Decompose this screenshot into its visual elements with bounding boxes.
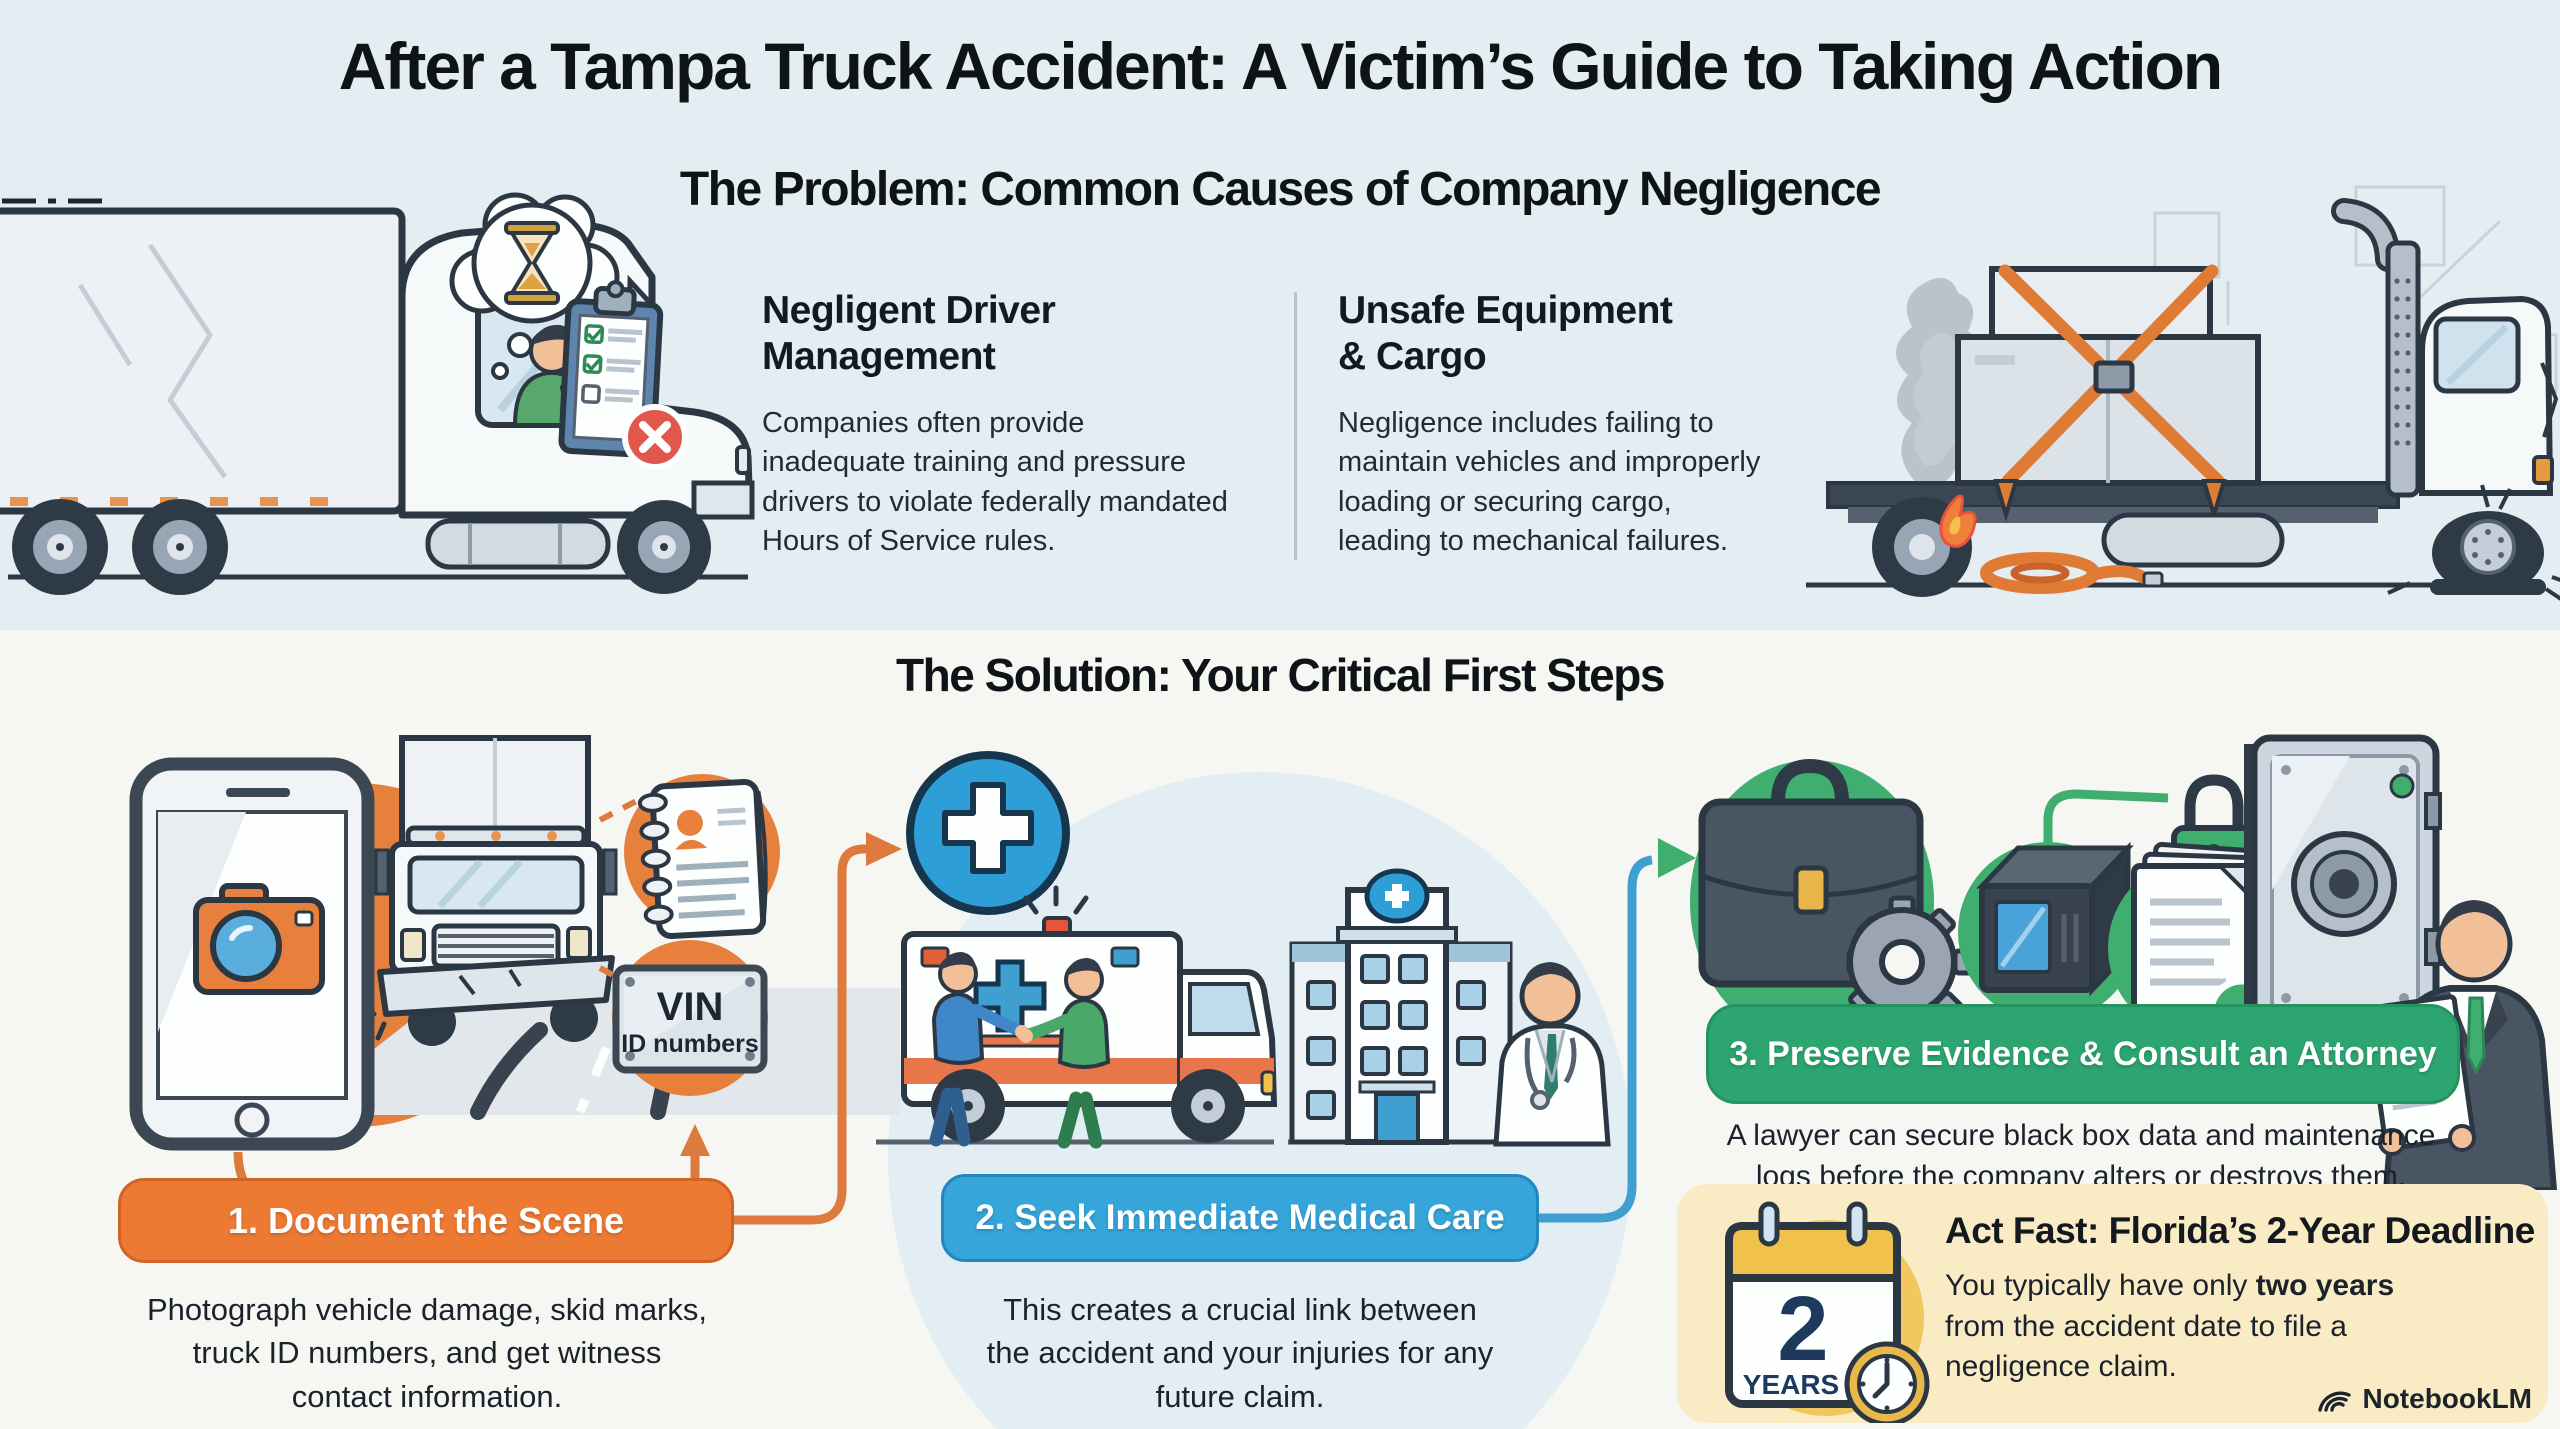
- step-3-banner: 3. Preserve Evidence & Consult an Attorn…: [1706, 1004, 2460, 1104]
- clock-icon: [1844, 1341, 1930, 1423]
- deadline-body-bold: two years: [2255, 1269, 2395, 1302]
- notebooklm-logo-icon: [2318, 1391, 2352, 1412]
- watermark-label: NotebookLM: [2362, 1383, 2532, 1414]
- calendar-icon: 2 YEARS: [1725, 1201, 1930, 1423]
- camera-icon: [193, 883, 325, 995]
- crashed-truck-icon: [351, 735, 618, 1046]
- deadline-body-prefix: You typically have only: [1945, 1269, 2256, 1302]
- preserve-evidence-illustration: [1658, 734, 2558, 1190]
- thought-bubble-icon: [449, 192, 620, 380]
- cargo-straps-icon: [1993, 264, 2227, 523]
- step-1-label: 1. Document the Scene: [227, 1199, 625, 1241]
- step-1-body: Photograph vehicle damage, skid marks, t…: [146, 1292, 707, 1414]
- cause-title: Negligent Driver Management: [762, 289, 1056, 379]
- error-x-icon: [622, 404, 688, 470]
- deadline-body: You typically have only two years from t…: [1945, 1266, 2535, 1388]
- medical-care-illustration: [876, 751, 1611, 1149]
- column-divider: [1294, 292, 1297, 560]
- loose-strap-icon: [1980, 552, 2164, 594]
- calendar-years-label: YEARS: [1743, 1369, 1839, 1400]
- cause-negligent-driver: Negligent Driver Management Companies of…: [762, 288, 1262, 562]
- distracted-driver-truck-icon: [0, 192, 755, 595]
- hospital-icon: [1288, 868, 1518, 1145]
- flame-icon: [1939, 494, 1977, 548]
- paramedic-icon: [929, 952, 1029, 1147]
- unsafe-cargo-truck-icon: [1806, 185, 2560, 601]
- safe-icon: [2244, 734, 2442, 1034]
- arrow-right-icon: [1658, 838, 1696, 878]
- page-title: After a Tampa Truck Accident: A Victim’s…: [338, 29, 2223, 103]
- vin-plate-line1: VIN: [657, 985, 724, 1029]
- step-2-body: This creates a crucial link between the …: [986, 1292, 1494, 1414]
- truck-wheels: [12, 499, 711, 595]
- cause-unsafe-equipment: Unsafe Equipment & Cargo Negligence incl…: [1338, 288, 1838, 562]
- cause-body: Companies often provide inadequate train…: [762, 407, 1228, 558]
- ambulance-icon: [876, 885, 1278, 1149]
- cause-body: Negligence includes failing to maintain …: [1338, 407, 1761, 558]
- deadline-heading: Act Fast: Florida’s 2-Year Deadline: [1945, 1210, 2535, 1251]
- paramedic-icon: [1019, 958, 1111, 1149]
- document-scene-illustration: VIN ID numbers: [129, 735, 900, 1213]
- vin-plate-line2: ID numbers: [621, 1030, 759, 1058]
- solution-heading: The Solution: Your Critical First Steps: [896, 649, 1665, 701]
- medical-cross-icon: [906, 751, 1070, 915]
- deadline-body-suffix: from the accident date to file a neglige…: [1945, 1309, 2347, 1384]
- black-box-icon: [1976, 841, 2134, 997]
- notebook-contact-icon: [637, 778, 768, 940]
- calendar-number: 2: [1777, 1278, 1828, 1380]
- flat-tire-icon: [2387, 484, 2560, 601]
- step-1-banner: 1. Document the Scene: [118, 1178, 734, 1263]
- doctor-icon: [1493, 962, 1611, 1147]
- step-2-banner: 2. Seek Immediate Medical Care: [941, 1174, 1539, 1262]
- step-3-label: 3. Preserve Evidence & Consult an Attorn…: [1729, 1034, 2437, 1073]
- smartphone-icon: [129, 757, 375, 1151]
- notebooklm-watermark: NotebookLM: [2318, 1383, 2532, 1415]
- cause-title: Unsafe Equipment & Cargo: [1338, 289, 1673, 379]
- vin-plate-icon: VIN ID numbers: [612, 964, 768, 1074]
- problem-heading: The Problem: Common Causes of Company Ne…: [679, 163, 1882, 216]
- hourglass-icon: [504, 221, 560, 305]
- deadline-callout: 2 YEARS Act Fast: Florida’s 2-Year Deadl…: [1677, 1184, 2548, 1423]
- skid-marks-icon: [470, 1022, 548, 1120]
- step-2-label: 2. Seek Immediate Medical Care: [975, 1198, 1505, 1237]
